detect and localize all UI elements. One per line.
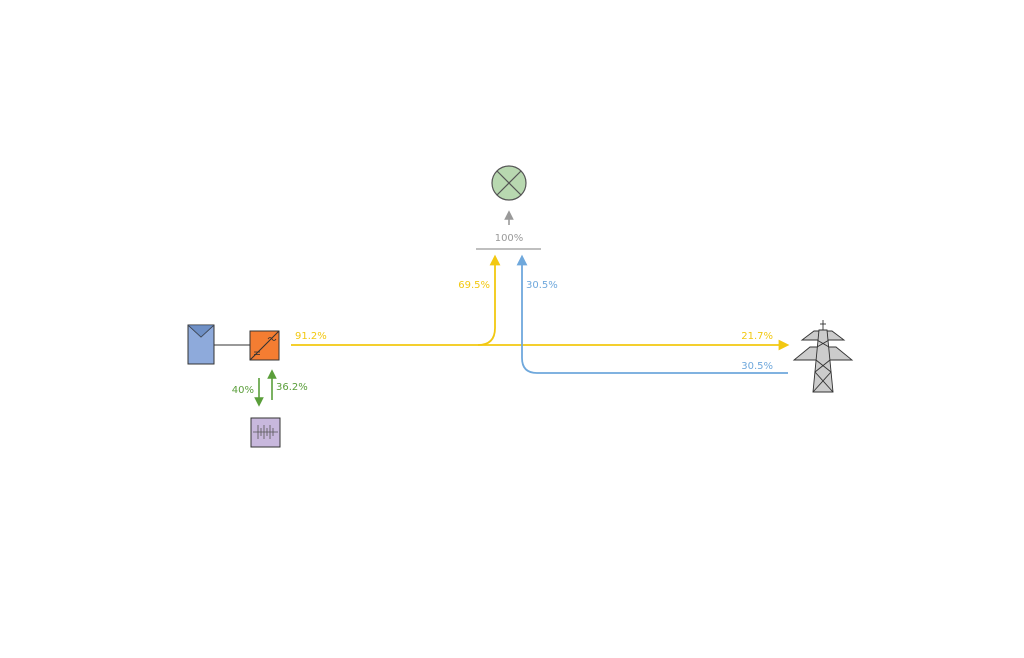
pv-to-grid-label: 21.7%: [741, 331, 773, 342]
inverter-icon: [249, 330, 280, 361]
from-battery-label: 36.2%: [276, 382, 308, 393]
consumption-total-label: 100%: [495, 233, 524, 244]
pv-output-label: 91.2%: [295, 331, 327, 342]
to-battery-label: 40%: [232, 385, 254, 396]
battery-icon: [250, 417, 281, 448]
power-pylon-icon: [792, 320, 854, 393]
solar-panel-icon: [187, 324, 215, 365]
grid-to-load-label: 30.5%: [526, 280, 558, 291]
grid-to-load-line: [516, 254, 788, 374]
pv-to-load-line: [477, 254, 501, 346]
pv-to-load-label: 69.5%: [458, 280, 490, 291]
grid-import-label: 30.5%: [741, 361, 773, 372]
lamp-icon: [491, 165, 527, 201]
